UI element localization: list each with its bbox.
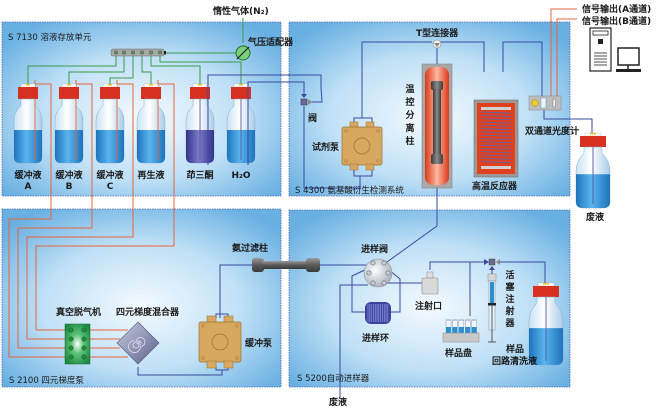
reagent-bottle <box>13 83 43 164</box>
buffer-pump-icon <box>198 315 242 369</box>
bottle-label: H₂O <box>231 171 250 181</box>
t-connector-icon <box>432 39 442 49</box>
vertical-char: 器 <box>504 318 515 329</box>
label-injection-port: 注射口 <box>415 300 442 312</box>
reagent-bottle <box>226 83 256 164</box>
large-bottle-group <box>528 132 611 366</box>
quaternary-gradient-mixer-icon <box>116 321 160 365</box>
reagent-bottle <box>95 83 125 164</box>
temperature-controlled-column-icon <box>421 63 453 189</box>
waste-bottle-icon <box>575 132 611 209</box>
gas-lines <box>27 18 244 84</box>
vertical-char: 控 <box>405 96 414 108</box>
piston-syringe-icon <box>487 273 497 343</box>
panel-title-solution-storage: S 7130 溶液存放单元 <box>8 32 92 43</box>
injection-valve-icon <box>363 258 393 288</box>
coil-turn <box>480 111 512 114</box>
label-reactor: 高温反应器 <box>472 180 518 192</box>
pressure-adapter-icon <box>235 45 251 61</box>
coil-turn <box>480 121 512 124</box>
panel-title-gradient-pump: S 2100 四元梯度泵 <box>9 375 84 386</box>
syringe-valve-icon <box>484 258 500 270</box>
coil-turn <box>480 131 512 134</box>
label-valve: 阀 <box>308 112 317 124</box>
vertical-char: 柱 <box>405 135 414 147</box>
sample-loop-icon <box>365 302 391 324</box>
wash-solution-bottle-icon <box>528 282 564 366</box>
panel-title-detection-system: S 4300 氨基酸衍生检测系统 <box>295 185 404 196</box>
label-signal-a: 信号输出(A通道) <box>582 3 651 15</box>
bottle-label-sub: C <box>107 182 114 192</box>
label-reagent-pump: 试剂泵 <box>312 141 340 153</box>
label-sample-loop: 进样环 <box>362 332 389 344</box>
coil-turn <box>480 137 512 141</box>
label-degasser: 真空脱气机 <box>56 306 101 318</box>
coil-turn <box>480 151 512 154</box>
vacuum-degasser-icon <box>64 323 91 365</box>
vertical-char: 离 <box>405 122 414 134</box>
label-signal-b: 信号输出(B通道) <box>582 15 651 27</box>
vertical-char: 活 <box>505 269 514 281</box>
bottle-label-sub: B <box>66 182 73 192</box>
reagent-bottle <box>54 83 84 164</box>
coil-turn <box>480 124 512 127</box>
vertical-char: 温 <box>405 83 414 95</box>
vertical-char: 注 <box>505 293 514 305</box>
injection-port-icon <box>421 271 439 295</box>
label-photometer: 双通道光度计 <box>525 125 579 137</box>
label-sample-tray: 样品盘 <box>445 347 472 359</box>
bottle-label: 茚三酮 <box>186 169 213 181</box>
vertical-char: 塞 <box>505 281 515 293</box>
label-mixer: 四元梯度混合器 <box>116 306 180 318</box>
label-inert-gas: 惰性气体(N₂) <box>213 5 269 17</box>
label-injection-valve: 进样阀 <box>361 243 388 255</box>
label-wash-line2: 回路清洗液 <box>492 355 538 367</box>
coil-turn <box>480 114 512 117</box>
labels: 惰性气体(N₂) 气压适配器 T型连接器 信号输出(A通道) 信号输出(B通道)… <box>8 3 651 408</box>
label-pressure-adapter: 气压适配器 <box>247 36 294 48</box>
gas-manifold <box>110 48 166 57</box>
vertical-char: 射 <box>504 305 514 317</box>
coil-turn <box>480 118 512 121</box>
label-wash-line1: 样品 <box>506 343 524 355</box>
panel-title-autosampler: S 5200自动进样器 <box>297 373 370 384</box>
computer-icon <box>589 27 641 72</box>
coil-turn <box>480 154 512 157</box>
label-t-connector: T型连接器 <box>416 27 459 39</box>
reagent-bottle <box>185 83 215 164</box>
label-ammonia-filter: 氨过滤柱 <box>232 242 268 254</box>
label-buffer-pump: 缓冲泵 <box>245 337 273 349</box>
coil-turn <box>480 144 512 147</box>
high-temperature-reactor-icon <box>473 99 519 178</box>
coil-turn <box>480 128 512 131</box>
coil-turn <box>480 141 512 144</box>
panel-autosampler <box>288 209 571 388</box>
bottle-label: 再生液 <box>137 169 165 181</box>
coil-turn <box>480 134 512 137</box>
reagent-bottle <box>136 83 166 164</box>
bottle-label: 缓冲液 <box>14 169 42 181</box>
bottle-label: 缓冲液 <box>55 169 83 181</box>
bottle-label-sub: A <box>25 182 32 192</box>
signal-lines <box>550 8 577 102</box>
reagent-pump-icon <box>341 121 383 171</box>
label-waste-right: 废液 <box>586 211 605 223</box>
ammonia-filter-column-icon <box>252 258 320 272</box>
sample-tray-icon <box>442 298 480 343</box>
coil-turn <box>480 147 512 150</box>
vertical-char: 分 <box>405 109 414 121</box>
label-waste-bottom: 废液 <box>329 396 348 408</box>
bottle-label: 缓冲液 <box>96 169 124 181</box>
dual-channel-photometer-icon <box>528 95 562 111</box>
coil-turn <box>480 157 512 160</box>
valve-icon <box>300 94 312 106</box>
coil-turn <box>480 161 512 164</box>
